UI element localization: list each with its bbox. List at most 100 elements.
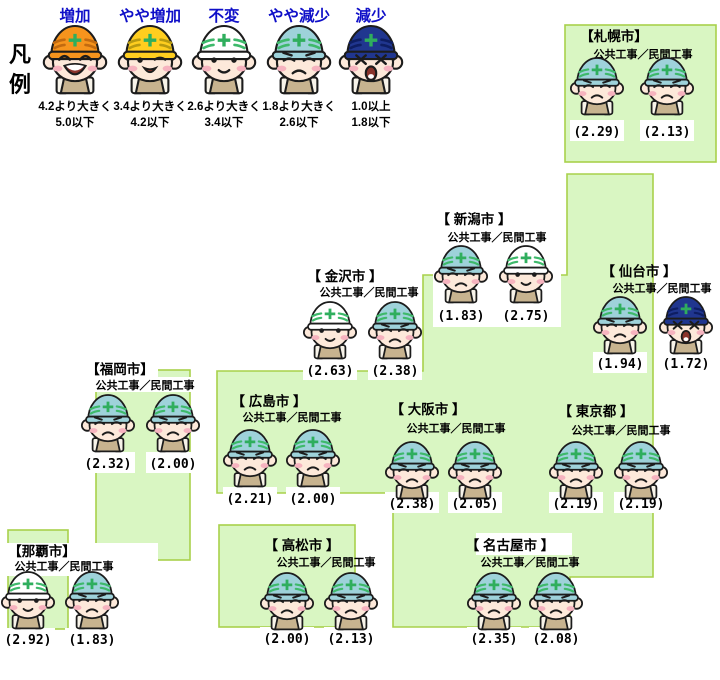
value-backdrop <box>65 628 119 649</box>
city-name: 【 広島市 】 <box>231 393 306 409</box>
city-worker-icon-sendai-public <box>592 296 648 355</box>
city-niigata: 【 新潟市 】公共工事／民間工事(1.83)(2.75) <box>433 211 554 325</box>
city-worker-icon-takamatsu-private <box>323 572 379 631</box>
city-fukuoka: 【福岡市】公共工事／民間工事 (2.32) (2.00) <box>80 361 201 473</box>
city-value: (2.13) <box>328 632 375 647</box>
city-naha: 【那覇市】公共工事／民間工事(2.92)(1.83) <box>0 543 120 649</box>
legend-range-line1: 3.4より大きく <box>113 99 186 113</box>
legend-worker-icon-increase <box>42 25 108 95</box>
value-backdrop <box>640 120 694 141</box>
city-value: (2.35) <box>471 632 518 647</box>
city-worker-icon-kanazawa-public <box>302 301 358 360</box>
value-backdrop <box>434 304 488 325</box>
city-value: (2.63) <box>307 364 354 379</box>
value-backdrop <box>81 452 135 473</box>
city-value: (2.38) <box>389 497 436 512</box>
legend-item-label: やや減少 <box>268 6 331 25</box>
city-sublabel: 公共工事／民間工事 <box>243 410 342 424</box>
city-sublabel: 公共工事／民間工事 <box>613 281 712 295</box>
legend-item-label: 減少 <box>355 6 387 25</box>
city-sapporo: 【札幌市】公共工事／民間工事(2.29)(2.13) <box>569 28 695 141</box>
legend-caption-char: 例 <box>9 72 31 97</box>
city-value: (2.21) <box>227 492 274 507</box>
value-backdrop <box>324 627 378 648</box>
city-name: 【 名古屋市 】 <box>466 537 555 553</box>
city-sublabel: 公共工事／民間工事 <box>594 47 693 61</box>
city-name: 【福岡市】 <box>86 361 154 377</box>
value-backdrop <box>286 487 340 508</box>
legend-item-label: やや増加 <box>119 6 181 25</box>
city-name: 【 金沢市 】 <box>307 268 382 284</box>
legend-range-line2: 2.6以下 <box>280 116 319 129</box>
city-nagoya: 【 名古屋市 】公共工事／民間工事 (2.35) (2.08) <box>466 537 584 648</box>
city-sublabel: 公共工事／民間工事 <box>572 423 671 437</box>
city-value: (1.72) <box>663 357 710 372</box>
city-worker-icon-niigata-private <box>498 245 554 304</box>
value-backdrop <box>146 452 200 473</box>
value-backdrop <box>529 627 583 648</box>
city-sublabel: 公共工事／民間工事 <box>407 421 506 435</box>
legend-worker-icon-decrease <box>338 25 404 95</box>
city-sublabel: 公共工事／民間工事 <box>481 555 580 569</box>
legend-worker-icon-slight-increase <box>117 25 183 95</box>
legend-range-line2: 5.0以下 <box>56 116 95 129</box>
cities: 【札幌市】公共工事／民間工事(2.29)(2.13)【 新潟市 】公共工事／民間… <box>0 28 714 649</box>
city-value: (2.00) <box>150 457 197 472</box>
legend-item-label: 不変 <box>208 6 240 25</box>
value-backdrop <box>368 359 422 380</box>
legend-range-line1: 2.6より大きく <box>187 99 260 113</box>
legend-range-line2: 4.2以下 <box>131 116 170 129</box>
city-sublabel: 公共工事／民間工事 <box>96 378 195 392</box>
city-sublabel: 公共工事／民間工事 <box>320 285 419 299</box>
legend: 凡例 増加 4.2より大きく 5.0以下 やや増加 3.4より大きく 4.2以下 不変 2.6よ… <box>9 6 404 129</box>
city-value: (2.32) <box>85 457 132 472</box>
value-backdrop <box>303 359 357 380</box>
city-worker-icon-hiroshima-public <box>222 429 278 488</box>
label-backdrop <box>88 377 202 392</box>
city-value: (1.83) <box>69 633 116 648</box>
legend-range-line1: 4.2より大きく <box>38 99 111 113</box>
city-osaka: 【 大阪市 】公共工事／民間工事 (2.38) (2.05) <box>384 401 506 513</box>
label-backdrop <box>84 362 158 378</box>
city-worker-icon-hiroshima-private <box>285 429 341 488</box>
city-name: 【那覇市】 <box>8 543 76 559</box>
city-worker-icon-sapporo-private <box>639 57 695 116</box>
legend-range-line1: 1.8より大きく <box>262 99 335 113</box>
city-value: (2.05) <box>452 497 499 512</box>
city-value: (1.83) <box>438 309 485 324</box>
legend-caption-char: 凡 <box>9 42 31 67</box>
legend-item-label: 増加 <box>59 6 90 25</box>
city-value: (2.29) <box>574 125 621 140</box>
label-backdrop <box>476 533 572 555</box>
city-worker-icon-sapporo-public <box>569 57 625 116</box>
city-name: 【 仙台市 】 <box>601 263 676 279</box>
city-takamatsu: 【 高松市 】公共工事／民間工事(2.00)(2.13) <box>259 537 379 648</box>
city-name: 【 高松市 】 <box>264 537 339 553</box>
value-backdrop <box>260 627 314 648</box>
city-worker-icon-tokyo-public <box>548 441 604 500</box>
city-sendai: 【 仙台市 】公共工事／民間工事(1.94)(1.72) <box>592 263 714 373</box>
legend-range-line2: 1.8以下 <box>352 116 391 129</box>
city-kanazawa: 【 金沢市 】公共工事／民間工事 (2.63) (2.38) <box>302 268 423 380</box>
city-worker-icon-osaka-private <box>447 441 503 500</box>
city-worker-icon-tokyo-private <box>613 441 669 500</box>
city-sublabel: 公共工事／民間工事 <box>277 555 376 569</box>
city-sublabel: 公共工事／民間工事 <box>15 559 114 573</box>
city-name: 【札幌市】 <box>580 28 648 44</box>
city-tokyo: 【 東京都 】公共工事／民間工事(2.19)(2.19) <box>548 403 671 513</box>
city-value: (2.08) <box>533 632 580 647</box>
value-backdrop <box>659 352 713 373</box>
city-value: (2.38) <box>372 364 419 379</box>
city-worker-icon-sendai-private <box>658 296 714 355</box>
label-backdrop <box>2 543 158 576</box>
value-backdrop <box>570 120 624 141</box>
legend-worker-icon-slight-decrease <box>266 25 332 95</box>
city-name: 【 大阪市 】 <box>390 401 465 417</box>
legend-item-slight-decrease: やや減少 1.8より大きく 2.6以下 <box>262 6 335 129</box>
city-sublabel: 公共工事／民間工事 <box>448 230 547 244</box>
city-worker-icon-fukuoka-private <box>145 394 201 453</box>
value-backdrop <box>499 304 553 325</box>
